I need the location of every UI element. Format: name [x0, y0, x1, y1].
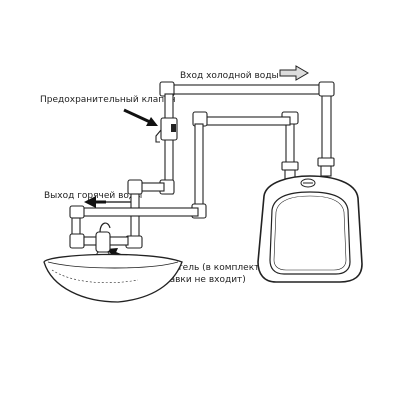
mixer-label-line1: Смеситель (в комплект [148, 263, 259, 273]
hot-water-outlet-label: Выход горячей воды [44, 191, 142, 201]
cold-water-inlet-label: Вход холодной воды [180, 71, 279, 81]
safety-valve [155, 117, 178, 143]
cold-water-supply-pipe [159, 81, 335, 195]
safety-valve-label: Предохранительный клапан [40, 95, 176, 105]
safety-valve-pointer-arrow [123, 108, 158, 126]
mixer-label-line2: поставки не входит) [148, 275, 246, 285]
cold-inlet-arrow [279, 65, 309, 81]
water-heater [257, 175, 363, 283]
cold-line-to-mixer [125, 179, 175, 249]
sink-basin [43, 253, 183, 303]
hot-outlet-arrow [84, 196, 132, 208]
